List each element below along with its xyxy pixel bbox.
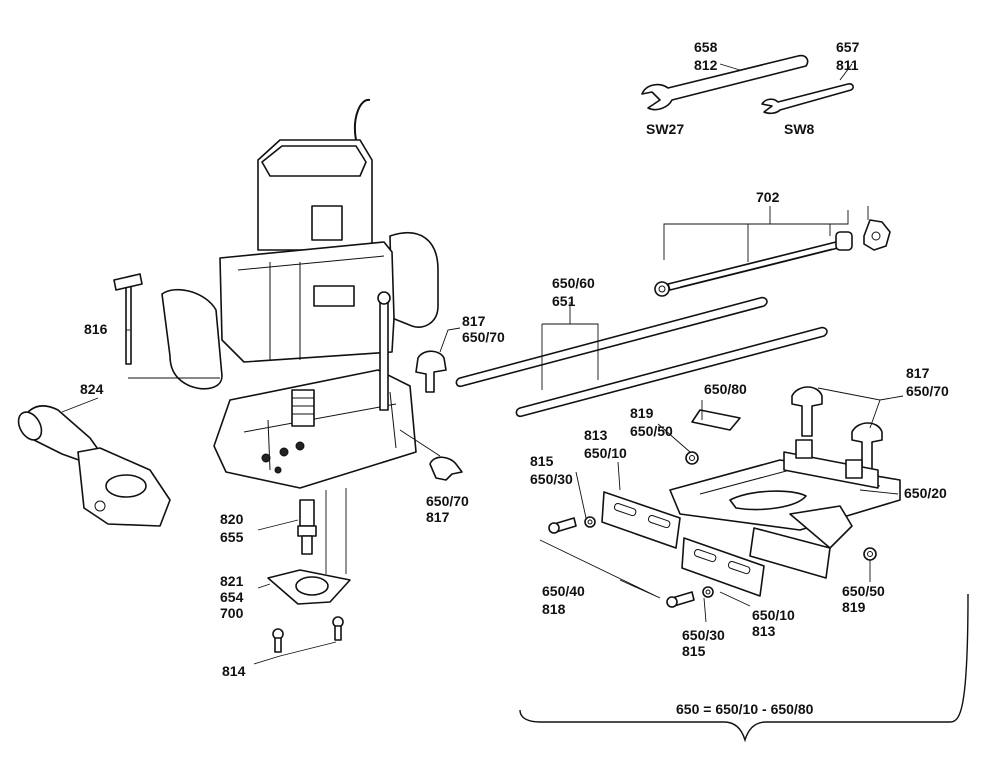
label-815-a: 815 bbox=[530, 453, 554, 469]
label-650-30-b: 650/30 bbox=[682, 627, 725, 643]
label-650-20: 650/20 bbox=[904, 485, 947, 501]
nut-819-a bbox=[685, 451, 699, 465]
jaw-650-10-lower bbox=[681, 537, 765, 597]
screw-815-upper bbox=[548, 516, 596, 534]
plate-654 bbox=[267, 569, 351, 605]
label-816: 816 bbox=[84, 321, 108, 337]
label-817-b: 817 bbox=[906, 365, 930, 381]
label-658: 658 bbox=[694, 39, 718, 55]
label-654: 654 bbox=[220, 589, 244, 605]
label-650-50-a: 650/50 bbox=[630, 423, 673, 439]
label-650-10-b: 650/10 bbox=[752, 607, 795, 623]
label-812: 812 bbox=[694, 57, 718, 73]
screw-814-right bbox=[332, 616, 344, 641]
label-650-70-c: 650/70 bbox=[426, 493, 469, 509]
label-700: 700 bbox=[220, 605, 244, 621]
knob-650-70-upper bbox=[415, 350, 447, 393]
guide-rod-lower bbox=[515, 326, 828, 418]
label-650-60: 650/60 bbox=[552, 275, 595, 291]
screw-815-lower bbox=[666, 586, 714, 608]
kit-bracket bbox=[519, 593, 969, 743]
label-sw8: SW8 bbox=[784, 121, 815, 137]
t-handle-816 bbox=[113, 273, 143, 365]
label-811: 811 bbox=[836, 57, 859, 73]
label-814: 814 bbox=[222, 663, 246, 679]
label-657: 657 bbox=[836, 39, 860, 55]
label-820: 820 bbox=[220, 511, 244, 527]
jaw-650-10-upper bbox=[601, 491, 681, 549]
label-817-c: 817 bbox=[426, 509, 450, 525]
label-702: 702 bbox=[756, 189, 780, 205]
label-650-30-a: 650/30 bbox=[530, 471, 573, 487]
jaw-650-20-right bbox=[749, 505, 853, 579]
label-819-a: 819 bbox=[630, 405, 654, 421]
label-821: 821 bbox=[220, 573, 244, 589]
label-650-80: 650/80 bbox=[704, 381, 747, 397]
label-650-10-a: 650/10 bbox=[584, 445, 627, 461]
threaded-rod-702 bbox=[654, 219, 891, 297]
knob-650-70-lower bbox=[429, 456, 463, 481]
router-body bbox=[161, 98, 439, 489]
leader-lines bbox=[61, 63, 904, 665]
knob-650-70-right-a bbox=[791, 386, 823, 437]
label-818: 818 bbox=[542, 601, 566, 617]
nut-819-b bbox=[863, 547, 877, 561]
label-824: 824 bbox=[80, 381, 104, 397]
label-650-40: 650/40 bbox=[542, 583, 585, 599]
label-650-70-a: 650/70 bbox=[462, 329, 505, 345]
screw-814-left bbox=[272, 628, 284, 653]
label-813-a: 813 bbox=[584, 427, 608, 443]
guide-rod-upper bbox=[455, 296, 768, 388]
bit-655 bbox=[297, 499, 317, 555]
part-labels: 658 812 657 811 SW27 SW8 702 650/60 651 … bbox=[80, 39, 949, 717]
wrench-sw8 bbox=[761, 83, 854, 115]
label-817-a: 817 bbox=[462, 313, 486, 329]
label-819-b: 819 bbox=[842, 599, 866, 615]
plate-650-80 bbox=[691, 409, 741, 431]
label-813-b: 813 bbox=[752, 623, 776, 639]
label-650-50-b: 650/50 bbox=[842, 583, 885, 599]
label-655: 655 bbox=[220, 529, 244, 545]
label-650-70-b: 650/70 bbox=[906, 383, 949, 399]
kit-formula: 650 = 650/10 - 650/80 bbox=[676, 701, 814, 717]
dust-adapter-824 bbox=[17, 405, 171, 527]
label-651: 651 bbox=[552, 293, 576, 309]
label-sw27: SW27 bbox=[646, 121, 684, 137]
label-815-b: 815 bbox=[682, 643, 706, 659]
wrench-sw27 bbox=[641, 54, 809, 111]
